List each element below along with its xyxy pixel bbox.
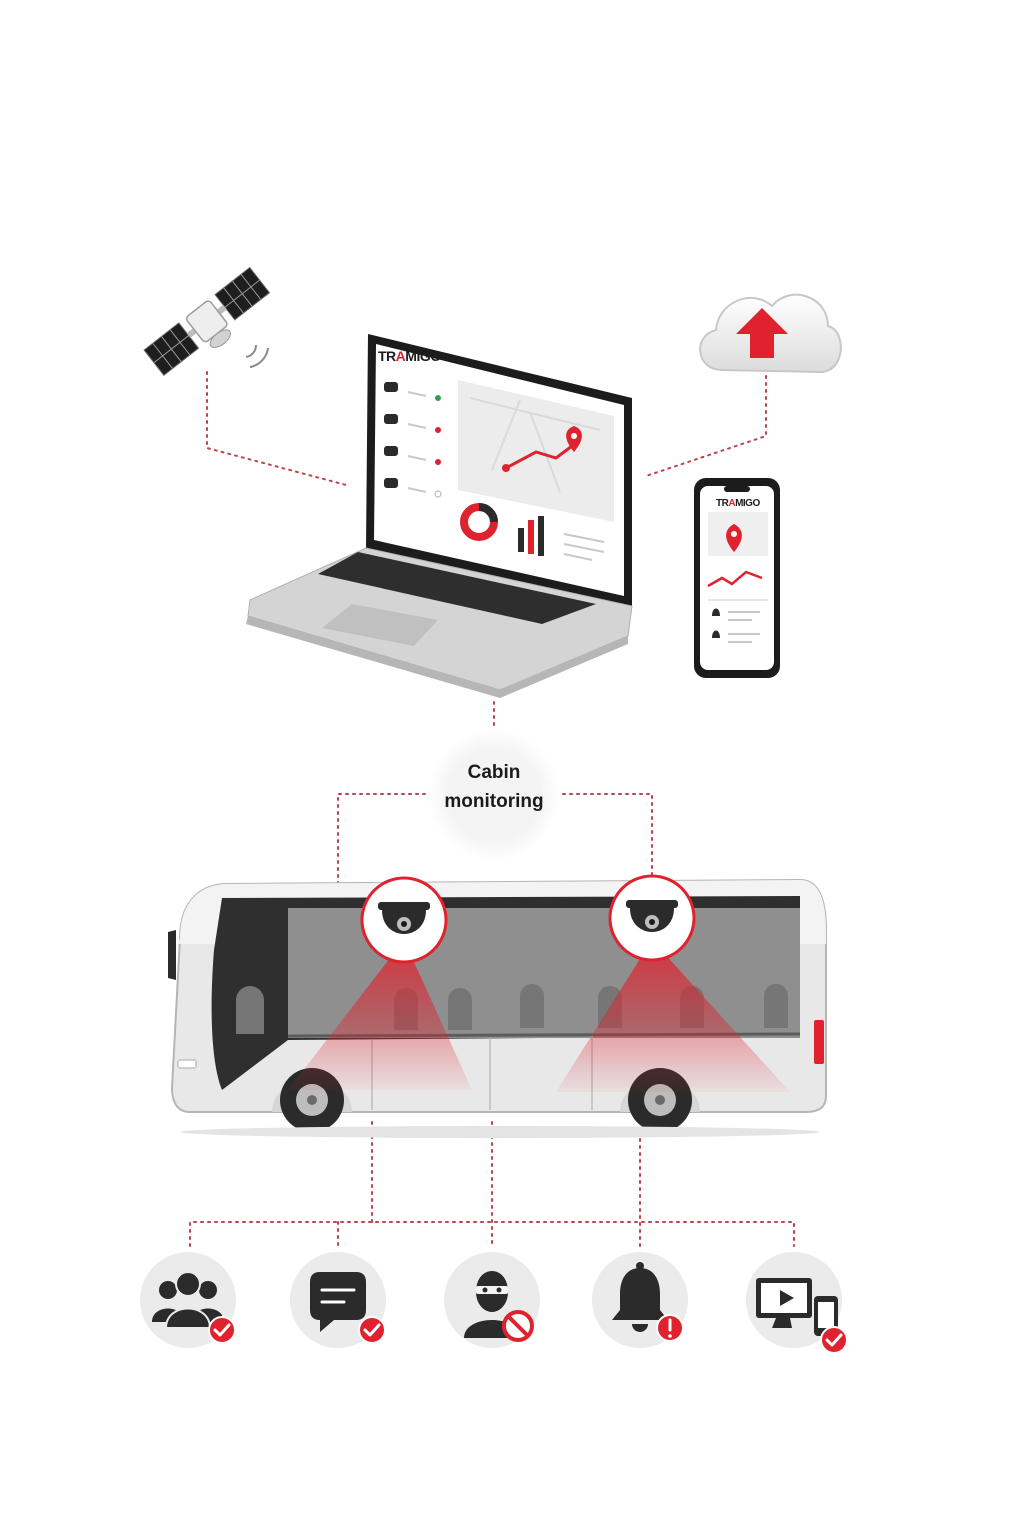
prohibited-badge-icon	[502, 1310, 534, 1342]
connector-lines	[189, 371, 795, 1247]
laptop-icon	[246, 334, 633, 698]
smartphone-icon	[694, 478, 780, 678]
hub-circle	[428, 729, 560, 861]
hub-label-line-1: Cabin	[467, 762, 521, 783]
passenger-group-icon	[140, 1252, 236, 1348]
camera-beams	[288, 940, 790, 1092]
satellite-icon	[143, 266, 271, 376]
cabin-monitoring-label: Cabin monitoring	[432, 758, 556, 816]
laptop-brand-logo: TRAMIGO	[378, 348, 441, 364]
check-badge-icon	[358, 1316, 386, 1344]
features-branch-line	[189, 1221, 795, 1247]
bus-icon	[168, 878, 827, 1138]
cloud-to-laptop-line	[645, 375, 767, 477]
monitor-mobile-icon	[746, 1252, 842, 1348]
phone-brand-logo: TRAMIGO	[716, 498, 760, 509]
dome-camera-icon	[360, 876, 448, 964]
check-badge-icon	[208, 1316, 236, 1344]
hub-to-right-camera-line	[555, 793, 653, 877]
alert-badge-icon	[656, 1314, 684, 1342]
hub-to-left-camera-line	[337, 793, 433, 893]
dome-camera-icon	[608, 874, 696, 962]
check-badge-icon	[820, 1326, 848, 1354]
satellite-to-laptop-line	[206, 371, 351, 487]
hub-label-line-2: monitoring	[444, 791, 544, 812]
cloud-upload-icon	[699, 293, 842, 374]
